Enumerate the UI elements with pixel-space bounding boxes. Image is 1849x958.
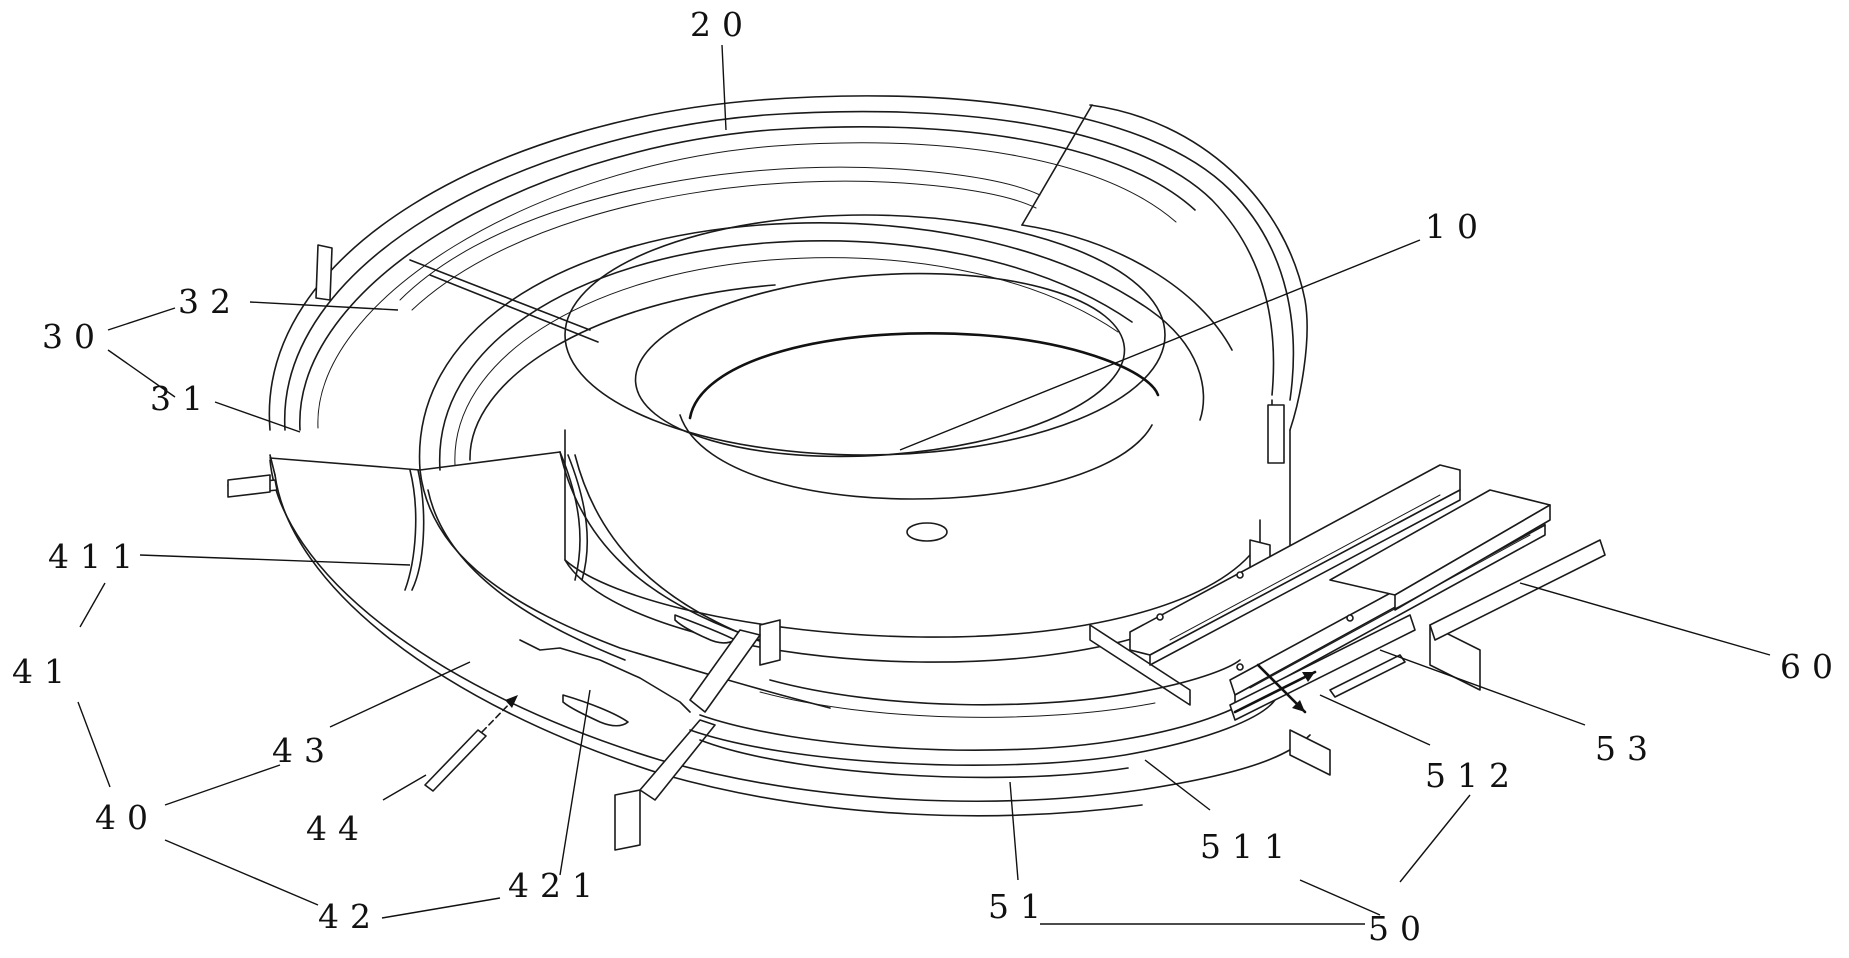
label-20: 20 [690,5,754,44]
label-43: 43 [272,731,336,770]
label-512: 512 [1425,756,1521,795]
leader-lines [77,44,1771,925]
label-30: 30 [42,317,106,356]
label-51: 51 [988,887,1052,926]
label-40: 40 [95,798,159,837]
clips-411 [404,451,589,591]
outlet-track-50 [689,659,1276,779]
label-511: 511 [1200,827,1296,866]
label-44: 44 [306,809,370,848]
label-42: 42 [318,897,382,936]
label-411: 411 [48,537,144,576]
motion-arrows [1233,663,1317,714]
spiral-rings [409,222,1205,471]
label-421: 421 [508,866,604,905]
label-53: 53 [1595,729,1659,768]
label-50: 50 [1368,909,1432,948]
lower-tray-40 [269,451,1311,817]
label-41: 41 [12,652,76,691]
label-10: 10 [1425,207,1489,246]
reference-labels: 20 10 32 30 31 411 41 43 40 44 42 421 51… [12,5,1844,948]
inner-bowl-10 [564,214,1261,663]
label-60: 60 [1780,647,1844,686]
linear-rails [1129,464,1606,721]
pin-44 [424,695,518,792]
label-32: 32 [178,282,242,321]
bowl-right-wall [1021,104,1308,546]
left-tab [227,474,271,498]
tray-slots [562,614,736,727]
label-31: 31 [150,379,214,418]
